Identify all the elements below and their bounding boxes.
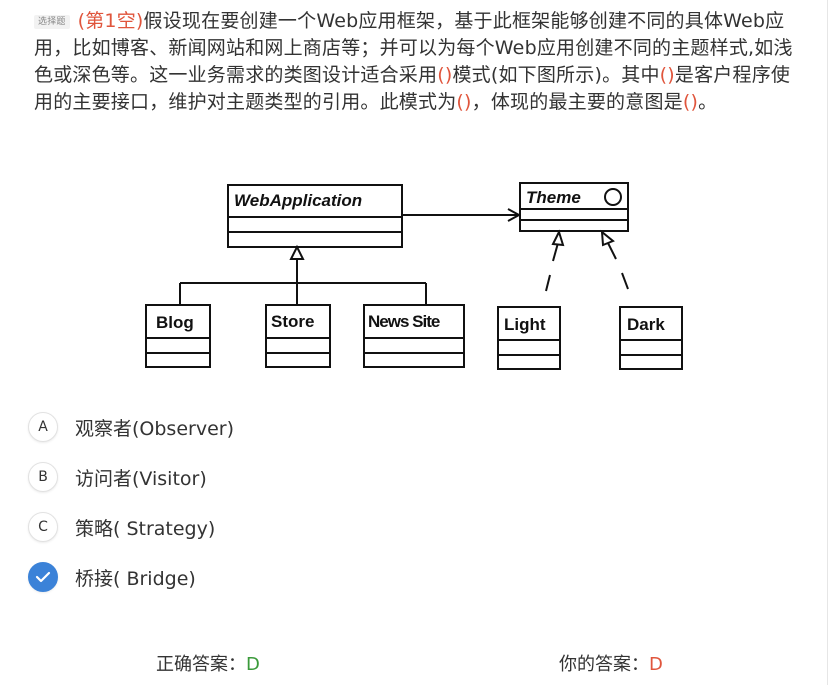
your-answer: 你的答案：D: [559, 650, 663, 676]
class-news-site-label: News Site: [368, 312, 440, 331]
option-a[interactable]: A 观察者(Observer): [28, 410, 348, 444]
option-c-letter[interactable]: C: [28, 512, 58, 542]
your-answer-label: 你的答案：: [559, 654, 649, 675]
question-text-part-1: 假设现在要创建一个Web应用框架，基于此框架能够创建不同的具体Web应用，比如博…: [34, 10, 793, 86]
page-divider: [827, 0, 828, 685]
uml-class-diagram: WebApplication Theme Bl: [140, 175, 700, 380]
uml-diagram-svg: WebApplication Theme Bl: [145, 182, 683, 370]
option-d-text: 桥接( Bridge): [75, 567, 196, 590]
option-b-text: 访问者(Visitor): [75, 467, 207, 490]
class-dark-label: Dark: [627, 315, 665, 334]
class-theme: [519, 182, 629, 232]
class-webapplication-label: WebApplication: [234, 191, 362, 210]
option-b[interactable]: B 访问者(Visitor): [28, 460, 348, 494]
option-c-text: 策略( Strategy): [75, 517, 216, 540]
question-stem: 选择题 (第1空)假设现在要创建一个Web应用框架，基于此框架能够创建不同的具体W…: [34, 8, 794, 116]
inheritance-lines: [179, 244, 427, 305]
correct-answer: 正确答案：D: [156, 650, 260, 676]
question-type-badge: 选择题: [34, 15, 70, 29]
realization-arrows: [545, 229, 629, 292]
question-text-part-3: 是客户程序使用的主要接口，维护对主题类型的引用。此模式为: [34, 64, 791, 113]
blank-1: (): [437, 64, 453, 86]
class-light: [497, 306, 561, 370]
option-c[interactable]: C 策略( Strategy): [28, 510, 348, 544]
class-blog-label: Blog: [156, 313, 194, 332]
class-news-site: [363, 304, 465, 368]
blank-number-label: (第1空): [77, 10, 144, 32]
option-a-letter[interactable]: A: [28, 412, 58, 442]
class-dark: [619, 306, 683, 370]
class-blog: [145, 304, 211, 368]
option-a-text: 观察者(Observer): [75, 417, 234, 440]
option-d[interactable]: 桥接( Bridge): [28, 560, 348, 594]
question-text-part-5: 。: [698, 91, 718, 113]
blank-4: (): [682, 91, 699, 113]
class-light-label: Light: [504, 315, 546, 334]
blank-2: (): [659, 64, 675, 86]
question-text-part-2: 模式(如下图所示)。其中: [452, 64, 660, 86]
class-theme-label: Theme: [526, 188, 581, 207]
blank-3: (): [456, 91, 472, 113]
correct-answer-label: 正确答案：: [156, 654, 246, 675]
option-d-selected-check[interactable]: [28, 562, 58, 592]
your-answer-value: D: [649, 654, 663, 675]
question-text-part-4: ，体现的最主要的意图是: [471, 91, 683, 113]
class-store: [265, 304, 331, 368]
correct-answer-value: D: [246, 654, 260, 675]
option-b-letter[interactable]: B: [28, 462, 58, 492]
class-store-label: Store: [271, 312, 314, 331]
checkmark-icon: [35, 571, 51, 583]
association-arrow: [402, 208, 522, 222]
